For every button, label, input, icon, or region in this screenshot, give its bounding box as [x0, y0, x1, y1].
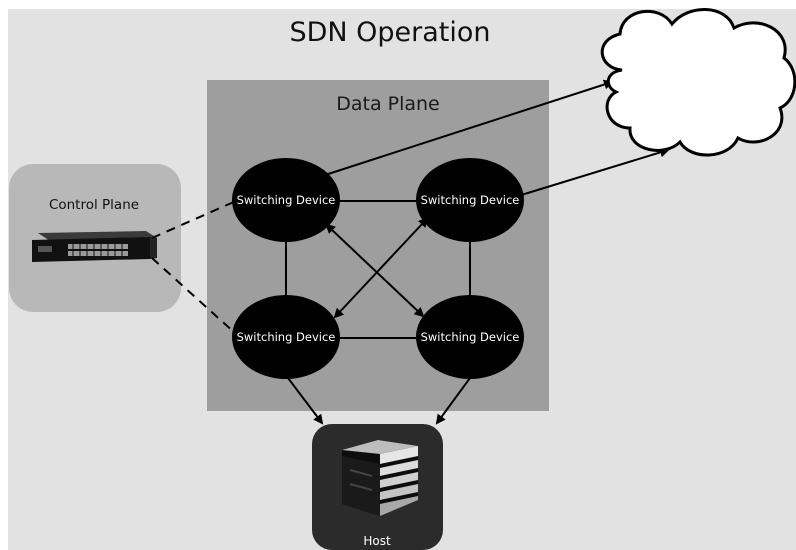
- diagonal-arrow-tr-bl: [333, 217, 429, 319]
- control-plane-label: Control Plane: [49, 197, 139, 213]
- switching-device-label: Switching Device: [421, 330, 520, 344]
- server-icon: [342, 440, 418, 516]
- arrow-to-host-right: [435, 377, 471, 425]
- data-plane-label: Data Plane: [336, 93, 440, 115]
- cloud-icon: [600, 8, 796, 157]
- arrow-to-cloud-bottom: [517, 147, 670, 197]
- page-title: SDN Operation: [289, 17, 490, 48]
- network-switch-icon: [32, 231, 157, 262]
- switching-device-bottom-right: Switching Device: [416, 295, 524, 379]
- arrow-to-host-left: [287, 377, 324, 425]
- switching-device-top-right: Switching Device: [416, 158, 524, 242]
- host-label: Host: [363, 534, 391, 548]
- switching-device-top-left: Switching Device: [232, 158, 340, 242]
- switching-device-label: Switching Device: [421, 193, 520, 207]
- switching-device-label: Switching Device: [237, 330, 336, 344]
- switching-device-label: Switching Device: [237, 193, 336, 207]
- host-node: Host: [312, 424, 443, 550]
- control-link-bottom: [151, 257, 237, 335]
- arrow-to-cloud-top: [321, 79, 614, 177]
- switching-device-bottom-left: Switching Device: [232, 295, 340, 379]
